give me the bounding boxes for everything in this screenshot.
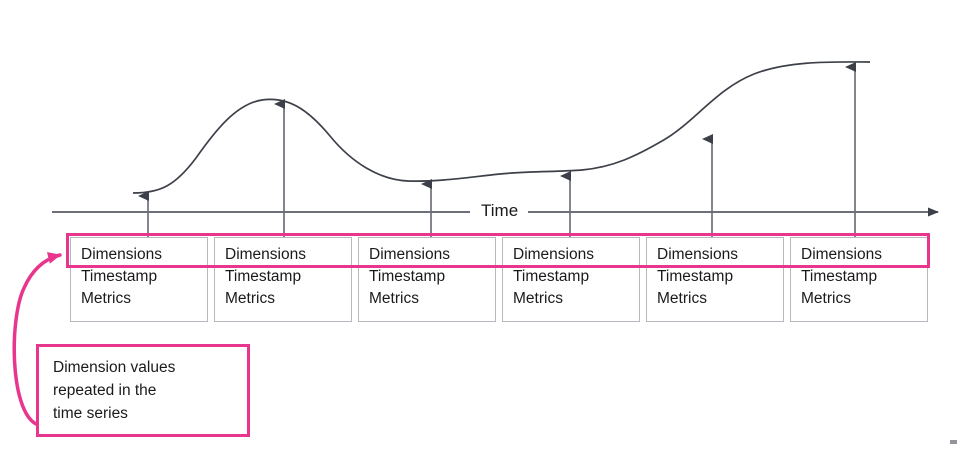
record-box[interactable]: Dimensions Timestamp Metrics: [214, 237, 352, 322]
record-box[interactable]: Dimensions Timestamp Metrics: [358, 237, 496, 322]
callout-note: Dimension values repeated in the time se…: [36, 344, 250, 437]
record-timestamp: Timestamp: [225, 268, 302, 285]
callout-line: time series: [53, 405, 128, 422]
record-dimensions: Dimensions: [801, 246, 882, 263]
record-metrics: Metrics: [81, 290, 131, 307]
record-metrics: Metrics: [369, 290, 419, 307]
record-timestamp: Timestamp: [513, 268, 590, 285]
corner-artifact: [950, 440, 957, 444]
record-box[interactable]: Dimensions Timestamp Metrics: [70, 237, 208, 322]
record-timestamp: Timestamp: [657, 268, 734, 285]
callout-connector-arrow: [12, 252, 62, 426]
record-dimensions: Dimensions: [225, 246, 306, 263]
record-box[interactable]: Dimensions Timestamp Metrics: [646, 237, 784, 322]
callout-line: repeated in the: [53, 382, 157, 399]
record-dimensions: Dimensions: [513, 246, 594, 263]
record-dimensions: Dimensions: [369, 246, 450, 263]
record-metrics: Metrics: [225, 290, 275, 307]
record-timestamp: Timestamp: [369, 268, 446, 285]
record-metrics: Metrics: [513, 290, 563, 307]
record-dimensions: Dimensions: [81, 246, 162, 263]
callout-line: Dimension values: [53, 359, 176, 376]
record-dimensions: Dimensions: [657, 246, 738, 263]
record-box[interactable]: Dimensions Timestamp Metrics: [790, 237, 928, 322]
record-timestamp: Timestamp: [801, 268, 878, 285]
time-axis-label: Time: [474, 201, 526, 220]
metric-curve: [132, 61, 871, 194]
record-box[interactable]: Dimensions Timestamp Metrics: [502, 237, 640, 322]
time-series-records: Dimensions Timestamp Metrics Dimensions …: [70, 237, 928, 322]
record-metrics: Metrics: [801, 290, 851, 307]
record-timestamp: Timestamp: [81, 268, 158, 285]
record-metrics: Metrics: [657, 290, 707, 307]
